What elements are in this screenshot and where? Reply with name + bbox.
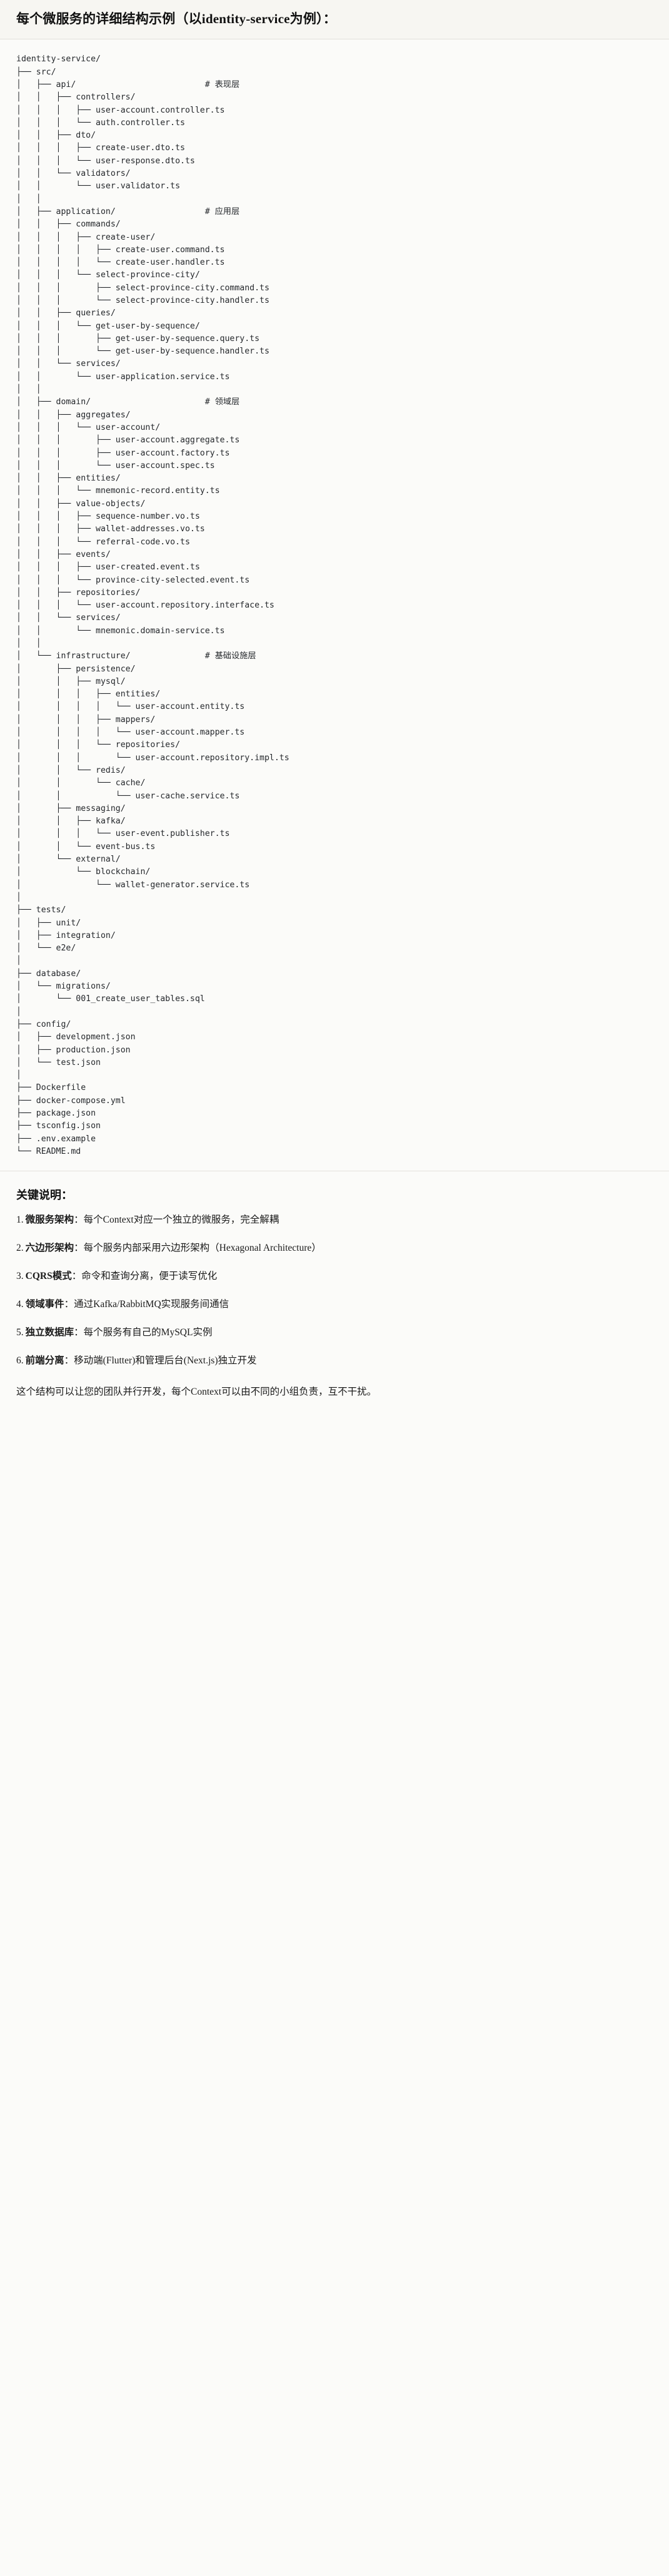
key-note-separator: ： xyxy=(64,1355,74,1367)
key-note-item: 独立数据库：每个服务有自己的MySQL实例 xyxy=(16,1325,653,1340)
key-note-item: 前端分离：移动端(Flutter)和管理后台(Next.js)独立开发 xyxy=(16,1353,653,1368)
closing-paragraph: 这个结构可以让您的团队并行开发，每个Context可以由不同的小组负责，互不干扰… xyxy=(16,1387,377,1398)
key-note-description: 每个Context对应一个独立的微服务，完全解耦 xyxy=(83,1214,279,1226)
key-note-description: 移动端(Flutter)和管理后台(Next.js)独立开发 xyxy=(74,1355,257,1367)
key-notes-heading: 关键说明： xyxy=(16,1189,73,1202)
key-note-item: CQRS模式：命令和查询分离，便于读写优化 xyxy=(16,1269,653,1284)
key-note-separator: ： xyxy=(74,1327,84,1338)
directory-tree-block: identity-service/ ├── src/ │ ├── api/ # … xyxy=(0,39,669,1165)
key-notes-section: 关键说明： 微服务架构：每个Context对应一个独立的微服务，完全解耦六边形架… xyxy=(0,1171,669,1414)
page-title: 每个微服务的详细结构示例（以identity-service为例）： xyxy=(16,11,336,26)
key-note-item: 领域事件：通过Kafka/RabbitMQ实现服务间通信 xyxy=(16,1297,653,1312)
key-note-term: 六边形架构 xyxy=(25,1243,74,1254)
key-note-description: 每个服务内部采用六边形架构（Hexagonal Architecture） xyxy=(83,1243,321,1254)
key-note-separator: ： xyxy=(74,1214,84,1226)
key-note-term: 微服务架构 xyxy=(25,1214,74,1226)
key-note-separator: ： xyxy=(71,1271,82,1282)
key-note-item: 六边形架构：每个服务内部采用六边形架构（Hexagonal Architectu… xyxy=(16,1241,653,1256)
key-note-description: 通过Kafka/RabbitMQ实现服务间通信 xyxy=(74,1299,229,1310)
key-note-term: 前端分离 xyxy=(25,1355,64,1367)
document-header: 每个微服务的详细结构示例（以identity-service为例）： xyxy=(0,0,669,40)
directory-tree: identity-service/ ├── src/ │ ├── api/ # … xyxy=(16,54,289,1156)
key-note-term: CQRS模式 xyxy=(25,1271,72,1282)
key-note-term: 独立数据库 xyxy=(25,1327,74,1338)
document-page: 每个微服务的详细结构示例（以identity-service为例）： ident… xyxy=(0,0,669,1414)
key-note-description: 命令和查询分离，便于读写优化 xyxy=(81,1271,218,1282)
key-note-item: 微服务架构：每个Context对应一个独立的微服务，完全解耦 xyxy=(16,1213,653,1228)
key-note-separator: ： xyxy=(64,1299,74,1310)
key-notes-list: 微服务架构：每个Context对应一个独立的微服务，完全解耦六边形架构：每个服务… xyxy=(16,1213,653,1368)
key-note-description: 每个服务有自己的MySQL实例 xyxy=(83,1327,213,1338)
key-note-separator: ： xyxy=(74,1243,84,1254)
key-note-term: 领域事件 xyxy=(25,1299,64,1310)
